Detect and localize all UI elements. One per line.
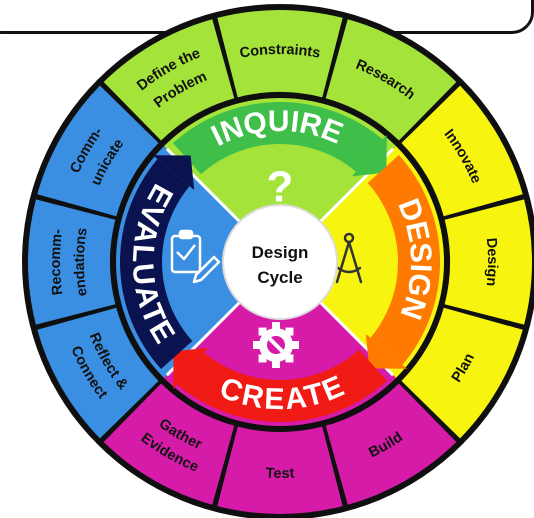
center-hub: Design Cycle bbox=[222, 204, 338, 320]
outer-step-segment bbox=[37, 307, 159, 439]
compass-icon bbox=[335, 232, 363, 284]
outer-step-segment bbox=[444, 199, 532, 325]
center-circle bbox=[222, 204, 338, 320]
question-mark-icon: ? bbox=[267, 163, 294, 212]
outer-step-label: Test bbox=[265, 465, 295, 482]
outer-step-label: endations bbox=[72, 227, 91, 298]
phase-icons: ? bbox=[170, 163, 363, 368]
phase-band-design bbox=[367, 154, 440, 365]
phase-band-create bbox=[177, 349, 388, 422]
phase-band-inquire bbox=[172, 102, 383, 175]
outer-step-label: Recomm- bbox=[48, 228, 66, 296]
phase-arrow-head bbox=[173, 347, 209, 390]
phase-band-evaluate bbox=[120, 159, 193, 370]
gear-wrench-icon bbox=[253, 322, 299, 368]
outer-step-segment bbox=[37, 85, 159, 217]
outer-step-segment bbox=[28, 199, 116, 325]
outer-step-segment bbox=[103, 383, 235, 505]
clipboard-check-icon bbox=[170, 229, 221, 284]
phase-arrow-head bbox=[351, 134, 387, 177]
outer-step-segment bbox=[325, 383, 457, 505]
outer-step-segment bbox=[401, 85, 523, 217]
phase-arrow-head bbox=[365, 333, 408, 369]
outer-step-segment bbox=[103, 19, 235, 141]
center-title-line1: Design bbox=[252, 243, 309, 262]
outer-step-segment bbox=[325, 19, 457, 141]
outer-step-segment bbox=[217, 9, 343, 98]
outer-step-segment bbox=[401, 307, 523, 439]
phase-arrow-head bbox=[152, 155, 195, 191]
outer-step-label: Design bbox=[483, 237, 500, 287]
center-title-line2: Cycle bbox=[257, 268, 302, 287]
outer-step-label: Constraints bbox=[239, 42, 322, 62]
outer-step-segment bbox=[217, 426, 343, 515]
